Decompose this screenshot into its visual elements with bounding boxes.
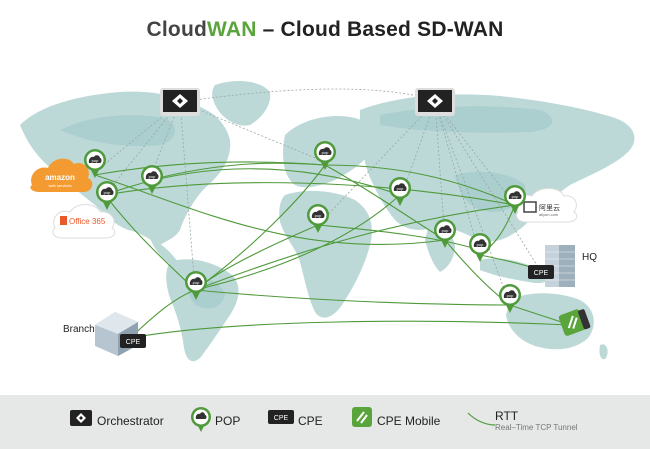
pop-label: pop xyxy=(149,174,156,179)
pop-node: pop xyxy=(389,177,411,206)
tunnel xyxy=(194,204,516,291)
orch-link xyxy=(179,101,196,291)
branch-cpe-label: CPE xyxy=(126,339,141,346)
page-title: CloudWAN – Cloud Based SD-WAN xyxy=(0,18,650,42)
orch-link xyxy=(179,88,436,103)
map-shading xyxy=(60,106,553,309)
orch-link xyxy=(434,101,511,306)
pop-label: pop xyxy=(442,228,449,233)
pop-node: pop xyxy=(314,141,336,170)
aliyun-sub-label: aliyun.com xyxy=(539,212,559,217)
orchestrator-node xyxy=(415,88,455,116)
pop-node: pop xyxy=(434,219,456,248)
pop-label: pop xyxy=(322,150,329,155)
aliyun-cloud: 阿里云 aliyun.com xyxy=(515,188,578,223)
orchestrator-links xyxy=(94,88,541,306)
brand-cloud: Cloud xyxy=(146,18,207,41)
legend-rtt-icon xyxy=(467,412,496,426)
orch-link xyxy=(434,101,446,241)
legend-cpe-icon: CPE xyxy=(268,410,294,424)
continent-africa xyxy=(279,190,372,318)
legend-cpe-mobile-icon xyxy=(352,407,372,427)
tunnel xyxy=(317,224,481,251)
orch-link xyxy=(434,101,541,271)
brand-wan: WAN xyxy=(207,18,257,41)
tunnel xyxy=(194,194,401,291)
shade-canada xyxy=(60,115,176,147)
title-rest: – Cloud Based SD-WAN xyxy=(256,18,504,41)
orchestrator-node xyxy=(160,88,200,116)
orch-link xyxy=(317,101,436,226)
aliyun-label: 阿里云 xyxy=(539,203,560,212)
branch-cpe: CPE xyxy=(120,334,146,348)
orch-link xyxy=(434,101,516,206)
continent-asia xyxy=(360,94,635,242)
aliyun-logo-icon xyxy=(523,201,537,213)
orch-link xyxy=(434,101,481,256)
aws-label: amazon xyxy=(45,173,75,182)
hq-cpe: CPE xyxy=(528,265,554,279)
pop-nodes: pop pop pop pop pop pop pop pop pop pop pop xyxy=(84,141,526,313)
pop-label: pop xyxy=(315,213,322,218)
pop-node: pop xyxy=(141,165,163,194)
legend-rtt-sub-label: Real–Time TCP Tunnel xyxy=(495,423,578,432)
pop-label: pop xyxy=(104,190,111,195)
pop-node: pop xyxy=(307,204,329,233)
continent-south-america xyxy=(166,259,239,362)
office365-cloud: Office 365 xyxy=(52,204,116,239)
hq-label: HQ xyxy=(582,252,597,263)
legend-orchestrator-icon xyxy=(70,410,92,426)
orch-link xyxy=(399,101,436,201)
legend-orchestrator-label: Orchestrator xyxy=(97,414,164,428)
tunnel xyxy=(104,168,401,196)
pop-label: pop xyxy=(477,242,484,247)
tunnel xyxy=(94,161,326,176)
continent-australia xyxy=(506,293,594,350)
office-logo-icon xyxy=(60,216,67,225)
pop-label: pop xyxy=(92,158,99,163)
pop-label: pop xyxy=(512,194,519,199)
legend-cpe-icon-label: CPE xyxy=(274,415,289,422)
network-map: amazon web services Office 365 阿里云 aliyu… xyxy=(20,80,635,362)
legend-cpe-mobile-label: CPE Mobile xyxy=(377,414,441,428)
legend-rtt-label: RTT xyxy=(495,409,519,423)
pop-label: pop xyxy=(193,280,200,285)
legend-icons: CPE xyxy=(70,407,496,432)
tunnel xyxy=(194,289,511,306)
pop-node: pop xyxy=(96,181,118,210)
continent-greenland xyxy=(212,80,271,126)
continent-central-america xyxy=(150,238,178,267)
continent-new-zealand xyxy=(599,344,608,360)
office-label: Office 365 xyxy=(69,217,106,226)
pop-node: pop xyxy=(84,149,106,178)
tunnel xyxy=(129,320,571,339)
legend: CPE Orchestrator POP CPE CPE Mobile RTT … xyxy=(0,395,650,449)
hq-cpe-label: CPE xyxy=(534,270,549,277)
aws-sub-label: web services xyxy=(48,183,71,188)
cpe-mobile-node xyxy=(558,309,591,336)
tunnel xyxy=(194,164,326,291)
tunnel xyxy=(324,164,516,206)
world-map xyxy=(20,80,635,362)
legend-pop-icon xyxy=(191,407,211,432)
legend-cpe-label: CPE xyxy=(298,414,323,428)
pop-node: pop xyxy=(504,185,526,214)
branch-label: Branch xyxy=(63,324,95,335)
aws-cloud: amazon web services xyxy=(30,158,93,192)
legend-pop-label: POP xyxy=(215,414,241,428)
tunnel xyxy=(94,174,446,246)
pop-node: pop xyxy=(499,284,521,313)
pop-node: pop xyxy=(185,271,207,300)
pop-label: pop xyxy=(507,293,514,298)
pop-label: pop xyxy=(397,186,404,191)
pop-node: pop xyxy=(469,233,491,262)
